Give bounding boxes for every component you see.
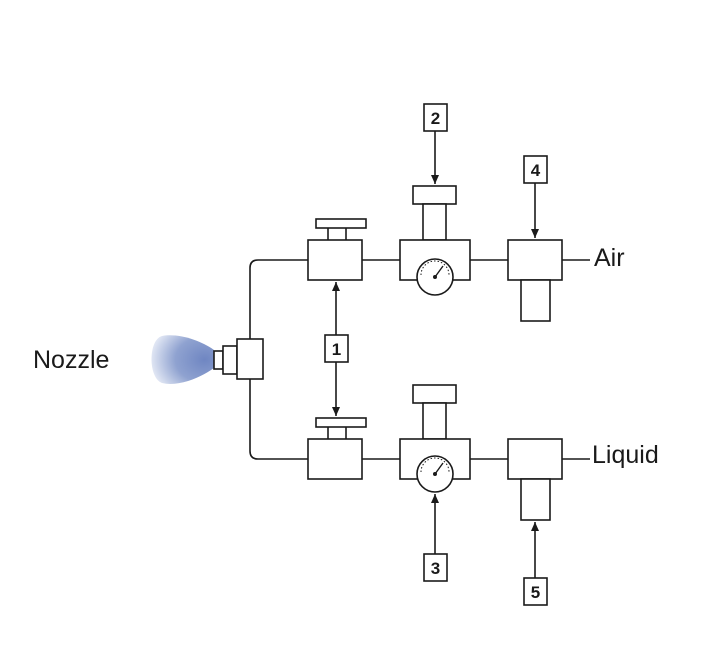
- callout-5: 5: [523, 577, 548, 606]
- callout-4-label: 4: [531, 161, 541, 180]
- callout-2: 2: [423, 103, 448, 132]
- air-pressure-regulator: [399, 185, 471, 296]
- liquid-label: Liquid: [592, 441, 659, 469]
- air-pipe: [249, 259, 308, 339]
- callout-5-label: 5: [531, 583, 540, 602]
- liquid-pressure-gauge-icon: [416, 455, 454, 493]
- nozzle-label: Nozzle: [33, 346, 109, 374]
- air-pressure-gauge-icon: [416, 258, 454, 296]
- spray-cone-icon: [151, 335, 214, 384]
- callout-3-label: 3: [431, 559, 440, 578]
- callout-3: 3: [423, 553, 448, 582]
- callout-4: 4: [523, 155, 548, 184]
- liquid-pressure-regulator: [399, 384, 471, 493]
- air-shutoff-valve: [307, 218, 367, 281]
- nozzle-icon: [213, 338, 264, 380]
- liquid-shutoff-valve: [307, 417, 367, 480]
- liquid-strainer: [507, 438, 563, 521]
- air-label: Air: [594, 244, 625, 272]
- air-filter: [507, 239, 563, 322]
- liquid-pipe: [249, 379, 308, 460]
- callout-1: 1: [324, 334, 349, 363]
- callout-1-label: 1: [332, 340, 341, 359]
- callout-2-label: 2: [431, 109, 440, 128]
